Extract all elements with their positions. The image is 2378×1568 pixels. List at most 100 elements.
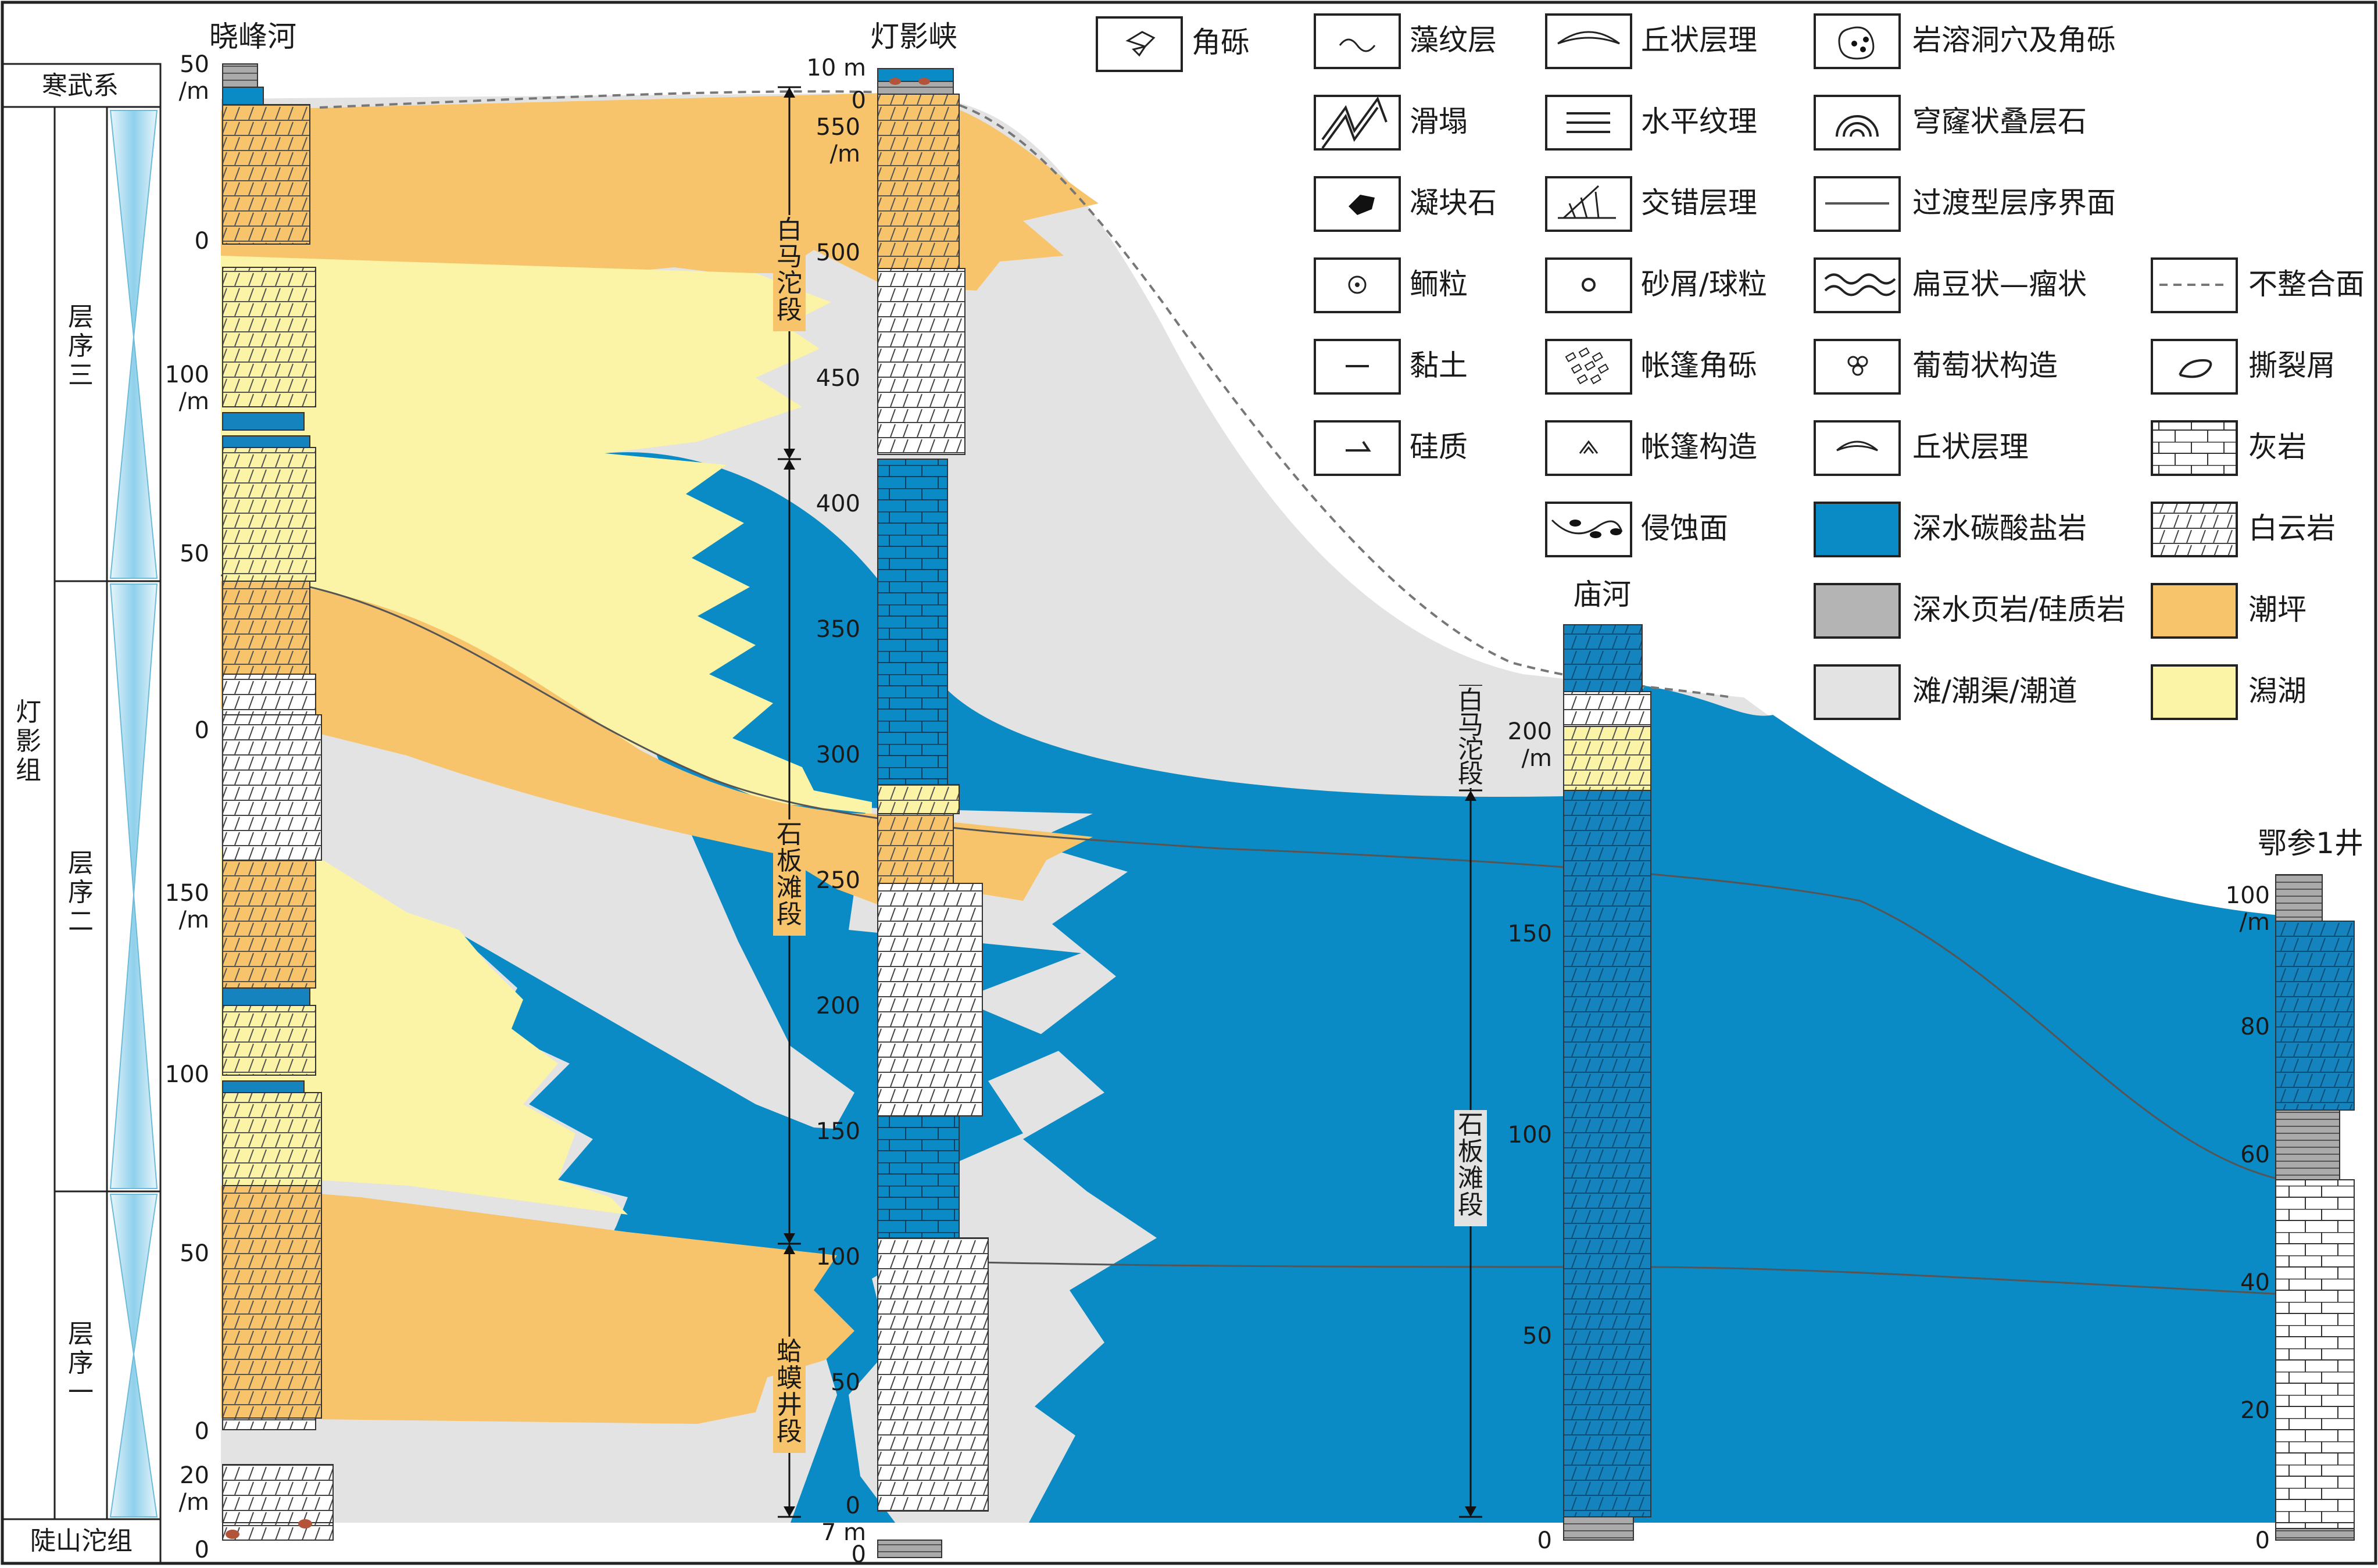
legend-transitional-label: 过渡型层序界面 (1912, 186, 2116, 220)
xfh-tick-0d: 0 (195, 1537, 209, 1563)
xfh-tick-0c: 0 (195, 1418, 209, 1445)
dyx-tick-10m: 10 m (806, 55, 866, 81)
mh-tick-0: 0 (1537, 1527, 1552, 1554)
facies-belts (220, 90, 2320, 1523)
ec-tick-40: 40 (2240, 1269, 2270, 1296)
mh-tick-50: 50 (1522, 1323, 1552, 1349)
xfh-tick-0a: 0 (195, 228, 209, 255)
miaohe-title: 庙河 (1573, 578, 1631, 611)
ec-tick-100: 100 (2226, 882, 2270, 909)
legend-breccia-label: 角砾 (1192, 26, 1250, 59)
dyx-tick-150: 150 (816, 1118, 860, 1145)
ec-tick-80: 80 (2240, 1014, 2270, 1040)
doushantuo-label: 陡山沱组 (30, 1526, 133, 1556)
legend-oolite-label: 鲕粒 (1410, 267, 1468, 301)
xfh-tick-unit2: /m (179, 388, 209, 415)
seq2-char2: 序 (68, 878, 94, 907)
legend-horizontal-label: 水平纹理 (1641, 105, 1757, 138)
dyx-baimatuo-2: 马 (777, 242, 802, 271)
legend-dolomite-label: 白云岩 (2248, 511, 2336, 545)
cambrian-label: 寒武系 (42, 71, 119, 101)
dyx-tick-550: 550 (816, 114, 860, 141)
xfh-tick-50c: 50 (180, 1240, 209, 1267)
dyx-shibantan-3: 滩 (777, 873, 802, 903)
ecan1-title: 鄂参1井 (2258, 826, 2363, 860)
mh-baimatuo-1: 白 (1458, 686, 1483, 715)
dyx-tick-0: 0 (846, 1492, 860, 1519)
legend-crossbed-label: 交错层理 (1641, 186, 1757, 220)
dyx-shibantan-1: 石 (777, 819, 802, 849)
seq2-char1: 层 (68, 849, 94, 878)
dyx-tick-300: 300 (816, 742, 860, 768)
xiaofenghe-column: 晓峰河 50 /m 0 100 /m 50 0 150 /m (165, 20, 334, 1563)
dengying-char2: 影 (16, 726, 41, 756)
unconformity-line (319, 90, 1733, 699)
mh-shibantan-2: 板 (1458, 1137, 1483, 1166)
strat-columns: 寒武系 灯 影 组 层 序 三 层 序 二 层 序 一 陡山沱组 (1, 63, 162, 1565)
seq1-char3: 一 (68, 1377, 94, 1407)
xfh-tick-150: 150 (165, 880, 209, 907)
mh-baimatuo-2: 马 (1458, 710, 1483, 740)
mh-tick-100: 100 (1508, 1122, 1552, 1148)
legend: 角砾 藻纹层 滑塌 凝块石 鲕粒 黏土 硅质 丘状层理 水平纹理 交错层理 (1096, 13, 2365, 720)
seq2-char3: 二 (68, 907, 94, 936)
mh-tick-200: 200 (1508, 718, 1552, 745)
dyx-tick-50: 50 (831, 1369, 860, 1396)
dyx-tick-250: 250 (816, 867, 860, 894)
dyx-hamajing-4: 段 (777, 1417, 802, 1447)
tidal-flat-lower (221, 1186, 854, 1424)
ec-tick-60: 60 (2240, 1141, 2270, 1168)
mh-shibantan-3: 滩 (1458, 1164, 1483, 1193)
legend-erosion-label: 侵蚀面 (1641, 511, 1728, 545)
dyx-baimatuo-1: 白 (777, 215, 802, 245)
dyx-tick-0top: 0 (852, 87, 866, 114)
seq3-char3: 三 (68, 360, 94, 390)
legend-tidal-flat-label: 潮坪 (2248, 593, 2307, 627)
mh-tick-unit: /m (1522, 745, 1552, 772)
dengyingxia-title: 灯影峡 (870, 20, 957, 53)
mh-baimatuo-3: 沱 (1458, 735, 1483, 764)
xfh-tick-0b: 0 (195, 717, 209, 744)
lagoon-lower (221, 849, 628, 1215)
dengying-char1: 灯 (16, 697, 41, 727)
legend-tepee-label: 帐篷构造 (1641, 430, 1757, 464)
dyx-hamajing-3: 井 (777, 1390, 802, 1420)
dyx-tick-0base: 0 (852, 1541, 866, 1566)
seq3-char1: 层 (68, 302, 94, 332)
dyx-tick-100: 100 (816, 1244, 860, 1270)
dyx-hamajing-2: 蟆 (777, 1363, 802, 1393)
seq3-char2: 序 (68, 331, 94, 361)
ec-tick-0: 0 (2255, 1527, 2270, 1554)
dyx-tick-unit: /m (830, 141, 860, 167)
xfh-tick-100b: 100 (165, 1061, 209, 1088)
dyx-baimatuo-4: 段 (777, 295, 802, 325)
xfh-tick-20: 20 (180, 1462, 209, 1489)
legend-deep-shale-label: 深水页岩/硅质岩 (1912, 593, 2126, 627)
tidal-flat-middle (221, 581, 1093, 907)
dyx-baimatuo-3: 沱 (777, 269, 802, 298)
xfh-tick-unit3: /m (179, 907, 209, 933)
legend-lenticular-label: 扁豆状—瘤状 (1912, 267, 2087, 301)
legend-thrombolite-label: 凝块石 (1410, 186, 1497, 220)
legend-sandgrain-label: 砂屑/球粒 (1641, 267, 1767, 301)
ecan1-column: 鄂参1井 100 /m 80 60 40 20 0 (2226, 826, 2363, 1554)
seq1-char2: 序 (68, 1348, 94, 1378)
legend-botryoidal-label: 葡萄状构造 (1912, 349, 2058, 382)
deep-carbonate-facies (605, 452, 2319, 1523)
xfh-tick-50: 50 (180, 51, 209, 78)
dyx-hamajing-1: 蛤 (777, 1337, 802, 1366)
dengying-char3: 组 (16, 756, 41, 785)
dyx-tick-7m: 7 m (821, 1519, 866, 1546)
sequence-boundary-upper (220, 574, 2320, 1187)
legend-deep-carb-label: 深水碳酸盐岩 (1912, 511, 2087, 545)
mh-tick-150: 150 (1508, 921, 1552, 947)
legend-unconformity-label: 不整合面 (2248, 267, 2365, 301)
deep-carbonate-lower-lobe (453, 930, 907, 1261)
legend-dome-label: 穹窿状叠层石 (1912, 105, 2087, 138)
xiaofenghe-title: 晓峰河 (209, 20, 296, 53)
xfh-tick-100: 100 (165, 361, 209, 388)
mh-shibantan-1: 石 (1458, 1110, 1483, 1140)
dyx-tick-350: 350 (816, 616, 860, 643)
xfh-tick-unit4: /m (179, 1489, 209, 1516)
